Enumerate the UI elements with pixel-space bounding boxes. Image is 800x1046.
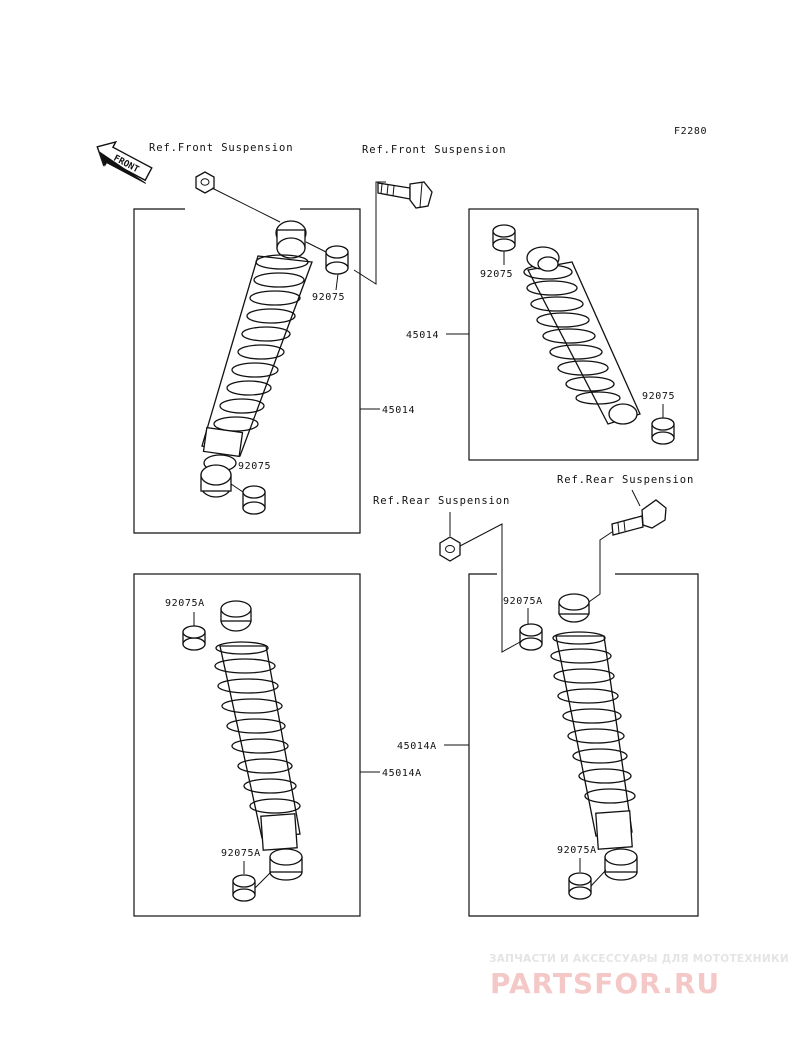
panel-rear-right: 92075A 92075A 45014A [397, 489, 699, 917]
bush-icon [242, 485, 266, 515]
part-label-p1-bush-bottom: 92075 [238, 461, 271, 472]
bush-icon [651, 417, 675, 445]
shock-absorber-front-left [200, 220, 313, 498]
part-label-p2-bush-bottom: 92075 [642, 391, 675, 402]
nut-icon [439, 536, 461, 562]
watermark-logo: PARTSFOR.RU [490, 967, 720, 1000]
ref-rear-suspension-right: Ref.Rear Suspension [557, 474, 694, 486]
bolt-icon [377, 181, 433, 209]
ref-front-suspension-left: Ref.Front Suspension [149, 142, 293, 154]
bush-icon [232, 874, 256, 902]
bush-icon [519, 623, 543, 651]
bush-icon [182, 625, 206, 651]
watermark: ЗАПЧАСТИ И АКСЕССУАРЫ ДЛЯ МОТОТЕХНИКИ PA… [489, 953, 789, 1000]
part-label-p3-shock: 45014A [382, 768, 422, 779]
part-label-p2-shock: 45014 [406, 330, 439, 341]
shock-absorber-rear-left [214, 600, 303, 881]
bush-icon [568, 872, 592, 900]
part-label-p1-bush-top: 92075 [312, 292, 345, 303]
shock-absorber-rear-right [550, 593, 638, 881]
ref-front-suspension-right: Ref.Front Suspension [362, 144, 506, 156]
ref-rear-suspension-left: Ref.Rear Suspension [373, 495, 510, 507]
nut-icon [195, 171, 215, 194]
part-label-p3-bush-top: 92075A [165, 598, 205, 609]
bush-icon [492, 224, 516, 252]
part-label-p2-bush-top: 92075 [480, 269, 513, 280]
watermark-tagline: ЗАПЧАСТИ И АКСЕССУАРЫ ДЛЯ МОТОТЕХНИКИ [489, 953, 789, 965]
panel-front-right: 92075 92075 45014 [406, 208, 699, 461]
part-label-p4-bush-top: 92075A [503, 596, 543, 607]
part-label-p4-bush-bottom: 92075A [557, 845, 597, 856]
figure-code: F2280 [674, 126, 707, 137]
bush-icon [325, 245, 349, 275]
panel-rear-left: 92075A 92075A 45014A [133, 573, 422, 917]
part-label-p4-shock: 45014A [397, 741, 437, 752]
front-direction-arrow: FRONT [96, 140, 153, 184]
bolt-icon [611, 499, 667, 536]
part-label-p3-bush-bottom: 92075A [221, 848, 261, 859]
panel-front-left: 92075 92075 45014 [133, 171, 433, 534]
part-label-p1-shock: 45014 [382, 405, 415, 416]
shock-absorber-front-right [523, 246, 641, 425]
